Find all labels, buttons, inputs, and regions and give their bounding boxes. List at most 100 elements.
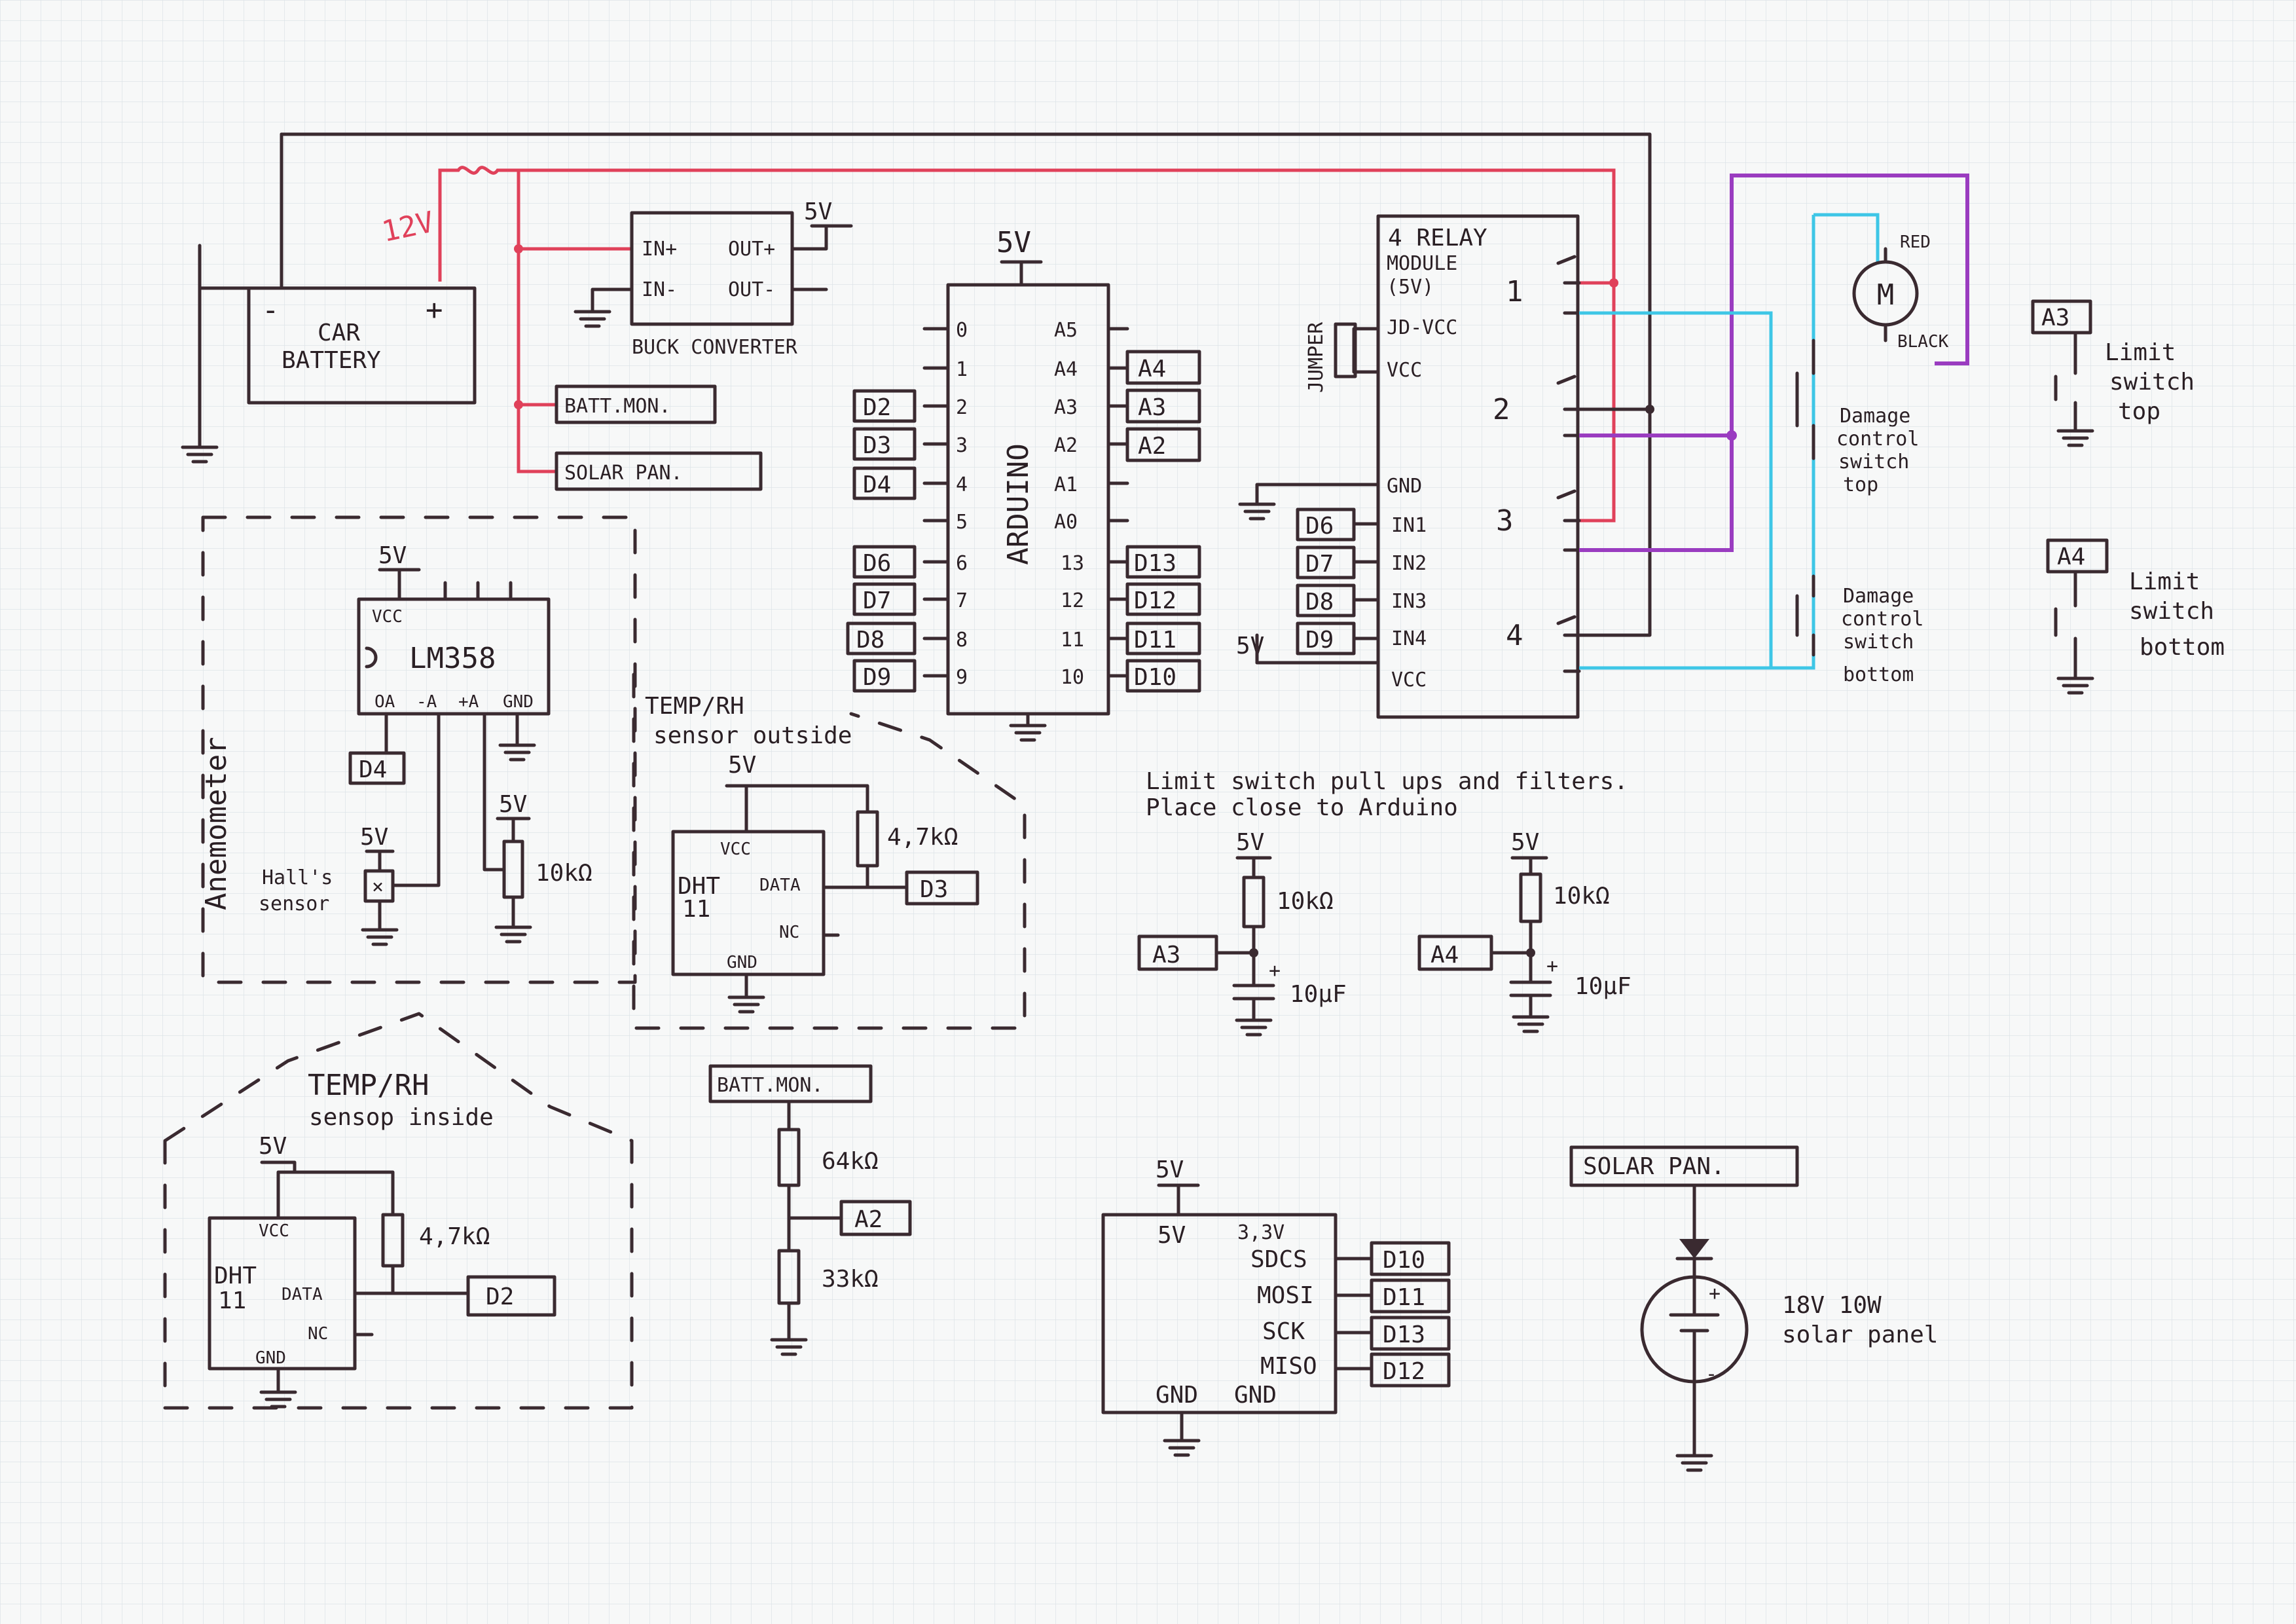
divider-a2-tag: A2 xyxy=(854,1206,883,1233)
temp-in-data: DATA xyxy=(282,1285,323,1304)
arduino: 5V ARDUINO 0 1 2 3 4 5 6 7 8 9 A5 A4 A3 … xyxy=(846,226,1201,740)
pin-a1: A1 xyxy=(1054,473,1078,496)
temp-in-gnd: GND xyxy=(255,1348,286,1368)
pin-a0: A0 xyxy=(1054,511,1078,534)
car-battery: - + CAR BATTERY xyxy=(247,286,477,405)
pin-9: 9 xyxy=(956,666,968,689)
solar-label-1: 18V 10W xyxy=(1782,1292,1882,1319)
sd-gnd-2: GND xyxy=(1234,1382,1277,1409)
temp-in-title-1: TEMP/RH xyxy=(308,1069,429,1102)
relay-tag-d7: D7 xyxy=(1305,551,1334,578)
solar-plus: + xyxy=(1709,1282,1721,1305)
temp-out-chip-1: DHT xyxy=(678,873,720,900)
buck-converter: IN+ IN- OUT+ OUT- 5V BUCK CONVERTER xyxy=(575,198,853,359)
filter-right-tag: A4 xyxy=(1430,942,1459,969)
tag-d11: D11 xyxy=(1134,627,1176,654)
motor-black: BLACK xyxy=(1897,332,1949,352)
pot-value: 10kΩ xyxy=(536,860,592,887)
tag-d10: D10 xyxy=(1134,664,1176,691)
anemometer-title: Anemometer xyxy=(200,737,233,910)
temp-out-title-2: sensor outside xyxy=(653,722,852,749)
limit-bottom-3: bottom xyxy=(2140,634,2225,661)
pin-8: 8 xyxy=(956,629,968,652)
solar-pan-tag: SOLAR PAN. xyxy=(564,462,683,485)
tag-d13: D13 xyxy=(1134,550,1176,577)
sd-tag-d13: D13 xyxy=(1383,1321,1425,1348)
pin-12: 12 xyxy=(1061,589,1084,612)
relay-in3: IN3 xyxy=(1391,590,1427,613)
lm358-label: LM358 xyxy=(409,642,496,675)
lm358-pin-minus: -A xyxy=(416,692,437,712)
sd-pin-miso: MISO xyxy=(1260,1353,1317,1380)
relay-tag-d8: D8 xyxy=(1305,589,1334,616)
limit-bottom-tag: A4 xyxy=(2057,544,2085,570)
sd-pin-sdcs: SDCS xyxy=(1250,1246,1307,1273)
divider-r1: 64kΩ xyxy=(822,1148,879,1175)
temp-in-resistor: 4,7kΩ xyxy=(419,1223,490,1250)
tag-d8: D8 xyxy=(856,627,884,654)
relay-ch-1: 1 xyxy=(1506,275,1523,308)
pin-a2: A2 xyxy=(1054,434,1078,457)
tag-d4: D4 xyxy=(863,471,891,498)
limit-filters: Limit switch pull ups and filters. Place… xyxy=(1137,768,1631,1035)
temp-sensor-outside: TEMP/RH sensor outside 5V VCC DHT 11 DAT… xyxy=(632,673,1027,1030)
battery-minus: - xyxy=(262,293,280,327)
filter-right-resistor: 10kΩ xyxy=(1553,883,1610,910)
power-wiring: 12V xyxy=(183,132,1652,637)
relay-in2: IN2 xyxy=(1391,552,1427,575)
temp-out-nc: NC xyxy=(779,923,799,942)
divider-tag: BATT.MON. xyxy=(717,1074,824,1097)
relay-title-3: (5V) xyxy=(1387,276,1434,299)
arduino-right-pins: A5 A4 A3 A2 A1 A0 13 12 11 10 xyxy=(1054,319,1129,689)
limit-top-2: switch xyxy=(2109,369,2195,396)
relay-title-1: 4 RELAY xyxy=(1388,225,1487,251)
divider-r2: 33kΩ xyxy=(822,1266,879,1293)
filter-note-1: Limit switch pull ups and filters. xyxy=(1146,768,1628,795)
buck-in-plus: IN+ xyxy=(642,238,677,261)
damage-top-4: top xyxy=(1843,473,1878,496)
limit-bottom-1: Limit xyxy=(2129,568,2200,595)
relay-tag-d9: D9 xyxy=(1305,627,1334,654)
filter-left-resistor: 10kΩ xyxy=(1277,888,1334,915)
temp-out-chip-2: 11 xyxy=(682,896,710,923)
solar-panel: SOLAR PAN. + - 18V 10W solar panel xyxy=(1569,1145,1938,1470)
temp-in-tag: D2 xyxy=(486,1283,514,1310)
pin-a3: A3 xyxy=(1054,396,1078,419)
lm358-pin-plus: +A xyxy=(458,692,479,712)
filter-left-plus: + xyxy=(1269,959,1281,982)
relay-supply: 5V xyxy=(1236,633,1264,659)
pot-supply: 5V xyxy=(499,791,527,818)
tag-d12: D12 xyxy=(1134,587,1176,614)
relay-in4: IN4 xyxy=(1391,627,1427,650)
arduino-label: ARDUINO xyxy=(1002,443,1035,564)
temp-out-resistor: 4,7kΩ xyxy=(887,824,958,851)
damage-switch-bottom: Damage control switch bottom xyxy=(1795,574,1923,686)
sd-3v3: 3,3V xyxy=(1237,1221,1285,1244)
battery-label-2: BATTERY xyxy=(282,347,381,374)
tag-a4: A4 xyxy=(1138,356,1166,382)
motor-red: RED xyxy=(1900,232,1931,252)
hall-x: × xyxy=(372,876,384,898)
damage-top-2: control xyxy=(1836,428,1919,451)
damage-top-1: Damage xyxy=(1840,405,1910,428)
relay-ch-4: 4 xyxy=(1506,619,1523,652)
temp-in-nc: NC xyxy=(308,1324,328,1344)
buck-out-plus: OUT+ xyxy=(728,238,775,261)
buck-supply: 5V xyxy=(804,198,832,225)
limit-switch-top: A3 Limit switch top xyxy=(2031,299,2195,445)
solar-tag: SOLAR PAN. xyxy=(1583,1153,1725,1180)
filter-right-cap: 10μF xyxy=(1575,973,1631,1000)
relay-vcc: VCC xyxy=(1387,359,1422,382)
limit-bottom-2: switch xyxy=(2129,598,2214,625)
tag-d2: D2 xyxy=(863,394,891,421)
pin-a4: A4 xyxy=(1054,358,1078,381)
buck-in-minus: IN- xyxy=(642,278,677,301)
lm358-pin-gnd: GND xyxy=(503,692,534,712)
pin-11: 11 xyxy=(1061,629,1084,652)
tag-d6: D6 xyxy=(863,550,891,577)
temp-out-data: DATA xyxy=(759,876,801,895)
temp-out-vcc: VCC xyxy=(720,840,751,859)
sd-pin-sck: SCK xyxy=(1262,1318,1305,1345)
sd-tag-d12: D12 xyxy=(1383,1358,1425,1385)
